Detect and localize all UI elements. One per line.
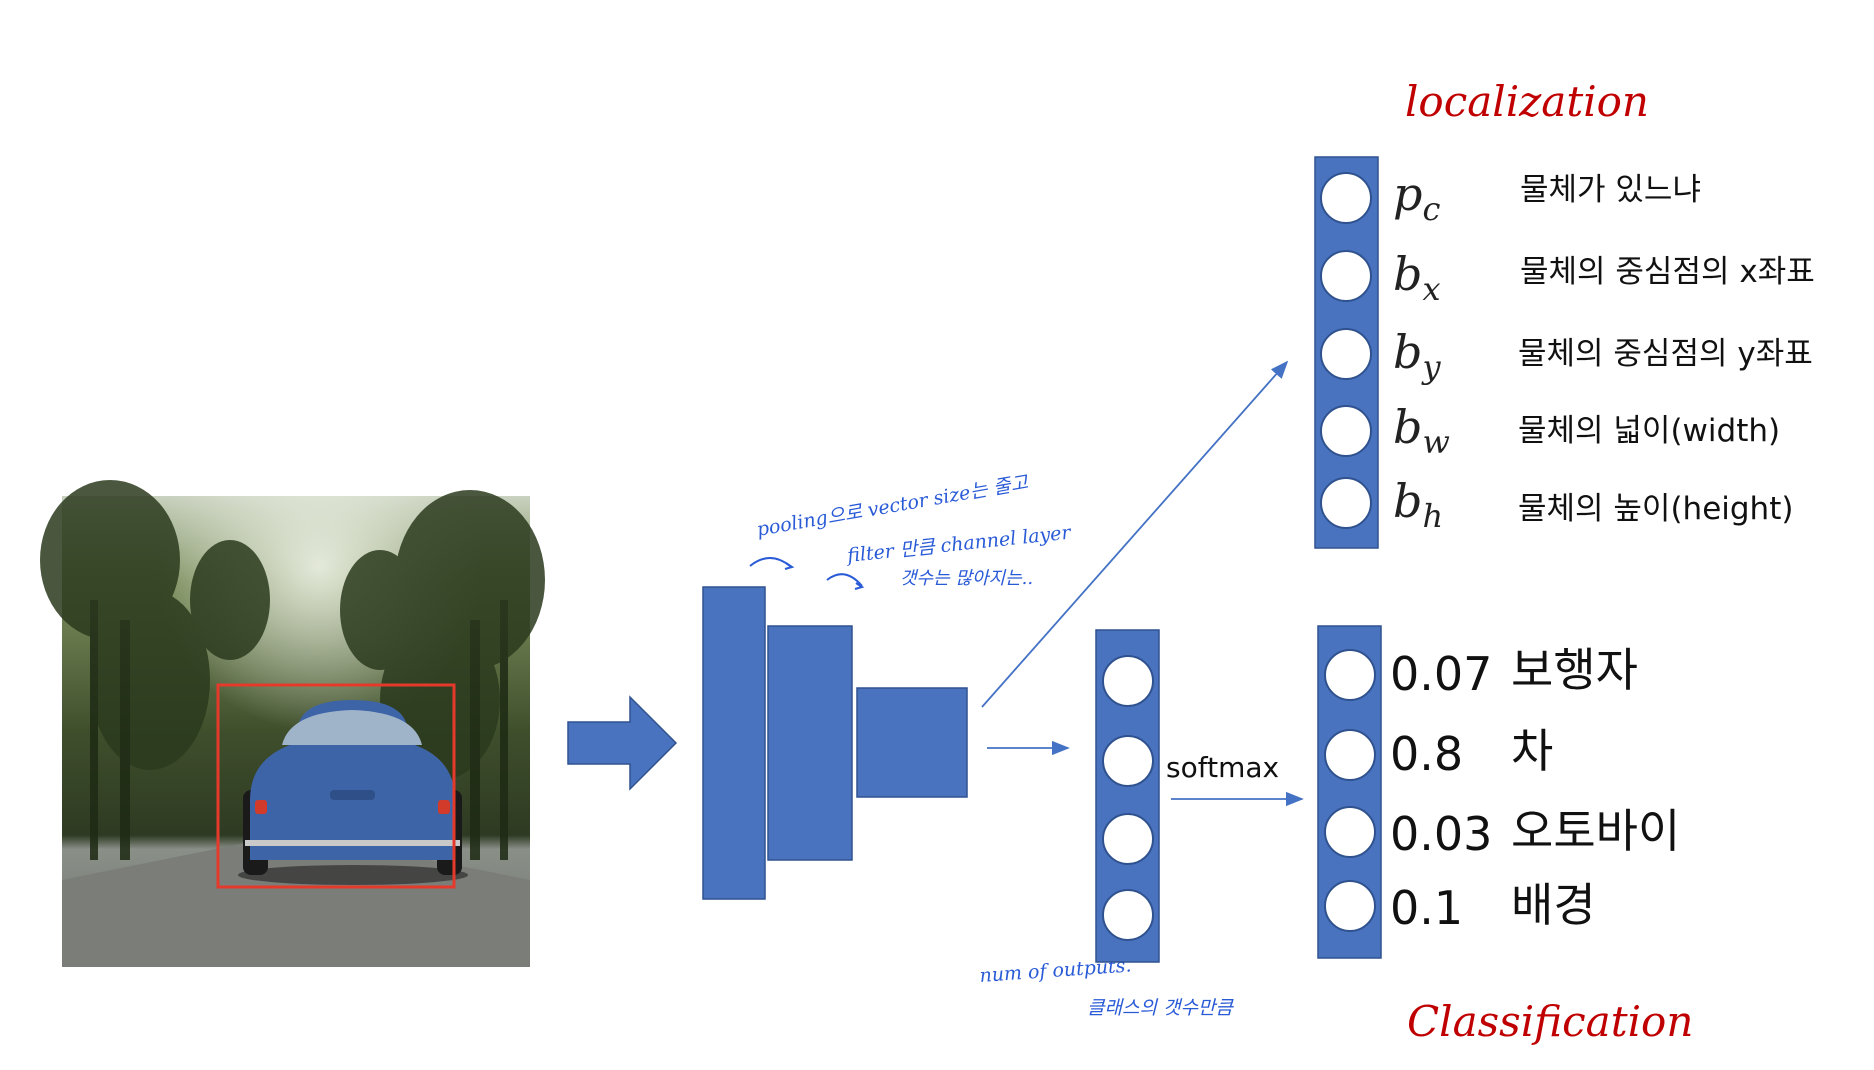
localization-column bbox=[1314, 156, 1379, 549]
note-class-count: 클래스의 갯수만큼 bbox=[1087, 997, 1234, 1019]
desc-bw: 물체의 넓이(width) bbox=[1518, 413, 1780, 449]
localization-node bbox=[1320, 250, 1372, 302]
class-label: 차 bbox=[1511, 724, 1553, 778]
class-label: 보행자 bbox=[1511, 643, 1638, 697]
bounding-box bbox=[216, 683, 456, 889]
fc-output-column bbox=[1095, 629, 1160, 963]
svg-text:by: by bbox=[1393, 325, 1441, 386]
classification-node bbox=[1324, 649, 1376, 701]
symbol-b: b bbox=[1393, 325, 1422, 379]
class-value: 0.8 bbox=[1390, 727, 1463, 781]
classification-results: 0.07 보행자 0.8 차 0.03 오토바이 0.1 배경 bbox=[1390, 643, 1680, 935]
symbol-b: b bbox=[1393, 247, 1422, 301]
localization-descriptions: 물체가 있느냐 물체의 중심점의 x좌표 물체의 중심점의 y좌표 물체의 넓이… bbox=[1518, 172, 1815, 527]
classification-node bbox=[1324, 880, 1376, 932]
softmax-label: softmax bbox=[1166, 751, 1279, 784]
localization-title: localization bbox=[1405, 77, 1649, 126]
class-value: 0.03 bbox=[1390, 807, 1492, 861]
class-value: 0.07 bbox=[1390, 647, 1492, 701]
desc-bh: 물체의 높이(height) bbox=[1518, 491, 1793, 527]
svg-text:bh: bh bbox=[1393, 474, 1443, 535]
svg-text:bw: bw bbox=[1393, 400, 1450, 461]
arrow-to-localization bbox=[981, 360, 1289, 708]
fc-node bbox=[1102, 889, 1154, 941]
input-photo bbox=[40, 480, 545, 967]
class-label: 오토바이 bbox=[1511, 804, 1680, 858]
localization-node bbox=[1320, 172, 1372, 224]
symbol-sub-x: x bbox=[1422, 270, 1440, 308]
localization-node bbox=[1320, 405, 1372, 457]
conv-block-1 bbox=[702, 586, 766, 900]
symbol-sub-h: h bbox=[1422, 497, 1443, 535]
classification-title: Classification bbox=[1407, 997, 1693, 1046]
fc-node bbox=[1102, 655, 1154, 707]
symbol-b: b bbox=[1393, 474, 1422, 528]
input-arrow-icon bbox=[567, 695, 678, 791]
note-filter: filter 만큼 channel layer bbox=[844, 521, 1073, 567]
note-curl-1-icon bbox=[749, 557, 791, 567]
car-icon bbox=[238, 700, 468, 885]
desc-bx: 물체의 중심점의 x좌표 bbox=[1520, 254, 1815, 290]
symbol-sub-w: w bbox=[1422, 423, 1449, 461]
localization-node bbox=[1320, 477, 1372, 529]
cnn-blocks bbox=[702, 586, 968, 900]
classification-node bbox=[1324, 729, 1376, 781]
localization-node bbox=[1320, 328, 1372, 380]
desc-by: 물체의 중심점의 y좌표 bbox=[1518, 336, 1813, 372]
symbol-b: b bbox=[1393, 400, 1422, 454]
svg-text:bx: bx bbox=[1393, 247, 1441, 308]
conv-block-3 bbox=[856, 687, 968, 798]
class-value: 0.1 bbox=[1390, 881, 1463, 935]
classification-node bbox=[1324, 806, 1376, 858]
desc-pc: 물체가 있느냐 bbox=[1520, 172, 1701, 208]
classification-column bbox=[1317, 625, 1382, 959]
localization-symbols: pc bx by bw bh bbox=[1393, 167, 1450, 535]
conv-block-2 bbox=[767, 625, 853, 861]
symbol-sub-y: y bbox=[1420, 348, 1441, 386]
fc-node bbox=[1102, 813, 1154, 865]
note-curl-2-icon bbox=[826, 573, 863, 587]
symbol-p: p bbox=[1393, 167, 1422, 221]
class-label: 배경 bbox=[1511, 878, 1596, 932]
svg-text:pc: pc bbox=[1393, 167, 1440, 228]
note-filter-count: 갯수는 많아지는.. bbox=[900, 568, 1033, 589]
symbol-sub-c: c bbox=[1422, 190, 1440, 228]
fc-node bbox=[1102, 735, 1154, 787]
tree-silhouettes-icon bbox=[40, 480, 545, 860]
